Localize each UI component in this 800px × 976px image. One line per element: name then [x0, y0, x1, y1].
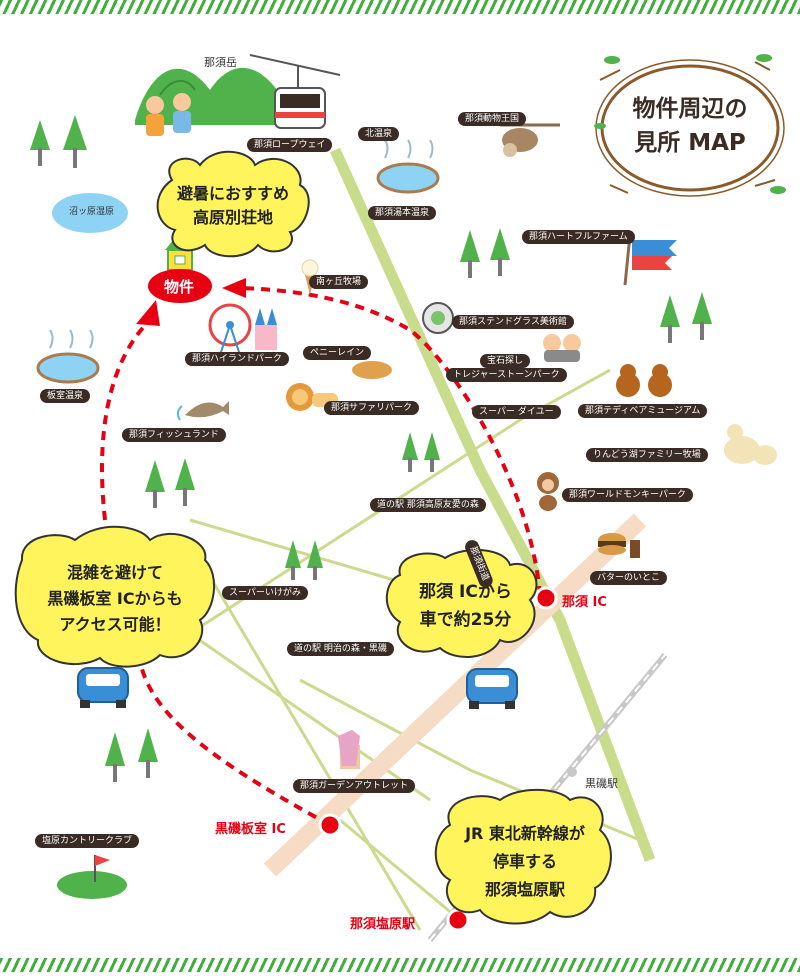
nasushiobara-station-label[interactable]: 那須塩原駅: [350, 917, 416, 932]
spot-stainedglass[interactable]: 那須ステンドグラス美術館: [452, 315, 574, 329]
routes: [100, 278, 542, 827]
highway: [263, 513, 647, 877]
title-line-2: 見所 MAP: [634, 130, 746, 156]
property-label[interactable]: 物件: [164, 278, 195, 296]
spot-yumoto[interactable]: 那須湯本温泉: [368, 206, 437, 220]
route-from-kuroiso-ic: [100, 318, 331, 827]
property-speech-bubble: [156, 150, 310, 258]
tree-icon: [30, 115, 712, 782]
spot-treasure-2[interactable]: トレジャーストーンパーク: [446, 368, 567, 382]
onsen-icon-yumoto: [376, 139, 440, 194]
kuroiso-callout-bubble: [14, 525, 216, 668]
road-5: [198, 559, 422, 931]
spot-monkey[interactable]: 那須ワールドモンキーパーク: [562, 488, 693, 502]
route-from-nasu-ic: [239, 286, 542, 596]
kuroiso-station-label: 黒磯駅: [585, 777, 618, 790]
nasu-ic-marker: [534, 586, 558, 610]
spot-itamuro[interactable]: 板室温泉: [40, 389, 91, 403]
stained-glass-icon: [422, 302, 454, 334]
road-6: [339, 818, 461, 922]
nasudake-label: 那須岳: [204, 56, 237, 69]
jr-callout-bubble: [434, 788, 612, 925]
spot-minamigaoka[interactable]: 南ヶ丘牧場: [309, 275, 369, 289]
teddy-bear-icon: [616, 364, 672, 397]
alpaca-icon: [724, 424, 777, 465]
spot-fishing[interactable]: 那須フィッシュランド: [122, 428, 226, 442]
nasu-ic-callout-bubble: [385, 548, 538, 659]
spot-penny[interactable]: ペニーレイン: [303, 346, 372, 360]
spot-rindo[interactable]: りんどう湖ファミリー牧場: [586, 448, 708, 462]
bread-icon: [352, 361, 392, 379]
spot-highland[interactable]: 那須ハイランドパーク: [185, 352, 289, 366]
kuroiso-ic-marker: [318, 813, 342, 837]
road-3: [184, 628, 431, 802]
spot-treasure-1[interactable]: 宝石探し: [480, 354, 531, 368]
map-title: 物件周辺の 見所 MAP: [617, 92, 763, 160]
property-marker: [148, 269, 212, 303]
title-wreath-frame: [594, 54, 786, 197]
sloth-icon: [500, 123, 560, 157]
spot-heartful[interactable]: 那須ハートフルファーム: [522, 230, 635, 244]
spot-ropeway[interactable]: 那須ロープウェイ: [247, 138, 333, 152]
car-icon-left: [77, 667, 129, 708]
spot-dobutsu[interactable]: 那須動物王国: [458, 112, 527, 126]
mountain-icon: [135, 67, 290, 125]
onsen-icon-itamuro: [36, 329, 100, 384]
numappara-pond-icon: [52, 193, 128, 233]
monkey-icon: [537, 472, 559, 511]
spot-safari[interactable]: 那須サファリパーク: [324, 401, 420, 415]
jr-callout-text: JR 東北新幹線が 停車する 那須塩原駅: [465, 824, 585, 899]
bottom-stripe-border: [0, 958, 800, 972]
ropeway-gondola-icon: [249, 54, 341, 129]
fish-icon: [176, 401, 229, 421]
car-icon-right: [466, 668, 518, 709]
nasu-kaido-road: [329, 147, 656, 862]
top-stripe-border: [0, 0, 800, 14]
outlet-clothes-icon: [338, 730, 360, 769]
title-line-1: 物件周辺の: [632, 96, 748, 122]
spot-butter[interactable]: バターのいとこ: [590, 571, 668, 585]
spot-country[interactable]: 塩原カントリークラブ: [35, 834, 140, 848]
ferris-wheel-icon: [208, 303, 252, 356]
nasu-ic-label[interactable]: 那須 IC: [562, 595, 607, 610]
kuroiso-station-dot: [567, 767, 577, 777]
route-arrow-2: [136, 300, 160, 326]
spot-superdaiyu[interactable]: スーパー ダイユー: [472, 405, 561, 419]
hikers-icon: [146, 93, 191, 136]
spot-kitaonsen[interactable]: 北温泉: [358, 127, 400, 141]
spot-michinoeki-nasu[interactable]: 道の駅 那須高原友愛の森: [370, 498, 486, 512]
koinobori-icon: [623, 234, 677, 286]
nasu-ic-callout-text: 那須 ICから 車で約25分: [419, 582, 512, 630]
spot-outlet[interactable]: 那須ガーデンアウトレット: [293, 779, 416, 793]
spot-michinoeki-meiji[interactable]: 道の駅 明治の森・黒磯: [287, 642, 394, 656]
kuroiso-callout-text: 混雑を避けて 黒磯板室 ICからも アクセス可能！: [47, 563, 183, 634]
spot-ikegami[interactable]: スーパーいけがみ: [222, 586, 308, 600]
property-bubble-text: 避暑におすすめ 高原別荘地: [176, 184, 289, 227]
burger-icon: [598, 533, 640, 558]
castle-icon: [255, 308, 277, 350]
route-arrow-1: [222, 278, 246, 298]
nasushiobara-marker: [446, 908, 470, 932]
spot-teddy[interactable]: 那須テディベアミュージアム: [578, 404, 708, 418]
spot-numappara[interactable]: 沼ッ原湿原: [69, 207, 115, 217]
golf-icon: [57, 855, 127, 899]
kuroiso-ic-label[interactable]: 黒磯板室 IC: [215, 822, 286, 837]
treasure-kids-icon: [543, 334, 581, 362]
